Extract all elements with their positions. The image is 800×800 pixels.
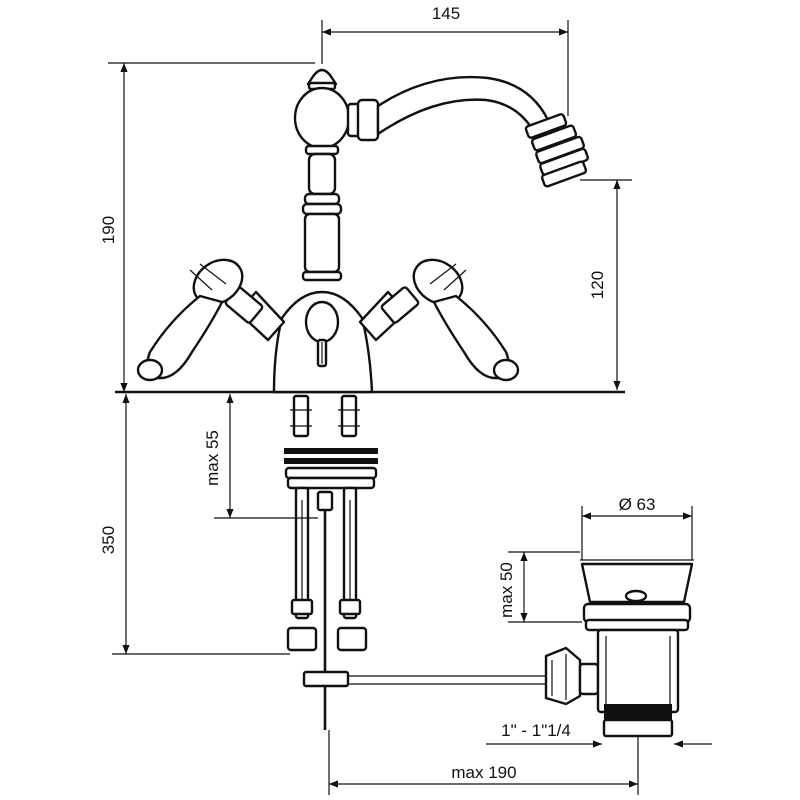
tap-body	[272, 68, 374, 394]
dimension-waste-height: max 50	[497, 551, 582, 623]
label-waste-height: max 50	[497, 562, 516, 618]
dimension-spout-reach: 145	[321, 4, 569, 116]
pop-up-linkage	[302, 646, 600, 706]
waste-body	[580, 559, 694, 738]
aerator	[524, 113, 589, 188]
label-total-height: 190	[99, 216, 118, 244]
label-supply-length: 350	[99, 526, 118, 554]
label-waste-thread: 1" - 1"1/4	[501, 721, 571, 740]
right-handle	[358, 258, 520, 382]
label-spout-height: 120	[588, 271, 607, 299]
dimension-supply-length: 350	[99, 394, 290, 655]
left-handle	[136, 258, 286, 382]
dimension-waste-thread: 1" - 1"1/4	[486, 721, 712, 748]
spout	[346, 75, 589, 188]
dimension-waste-diameter: Ø 63	[581, 495, 693, 560]
label-rod-length: max 190	[451, 763, 516, 782]
dimension-rod-length: max 190	[328, 730, 639, 795]
under-deck-fixings	[284, 394, 378, 730]
dimension-deck-thickness: max 55	[203, 394, 318, 519]
label-deck-thickness: max 55	[203, 430, 222, 486]
label-spout-reach: 145	[432, 4, 460, 23]
dimension-spout-height: 120	[580, 179, 632, 390]
dimension-total-height: 190	[99, 62, 315, 392]
label-waste-diameter: Ø 63	[619, 495, 656, 514]
